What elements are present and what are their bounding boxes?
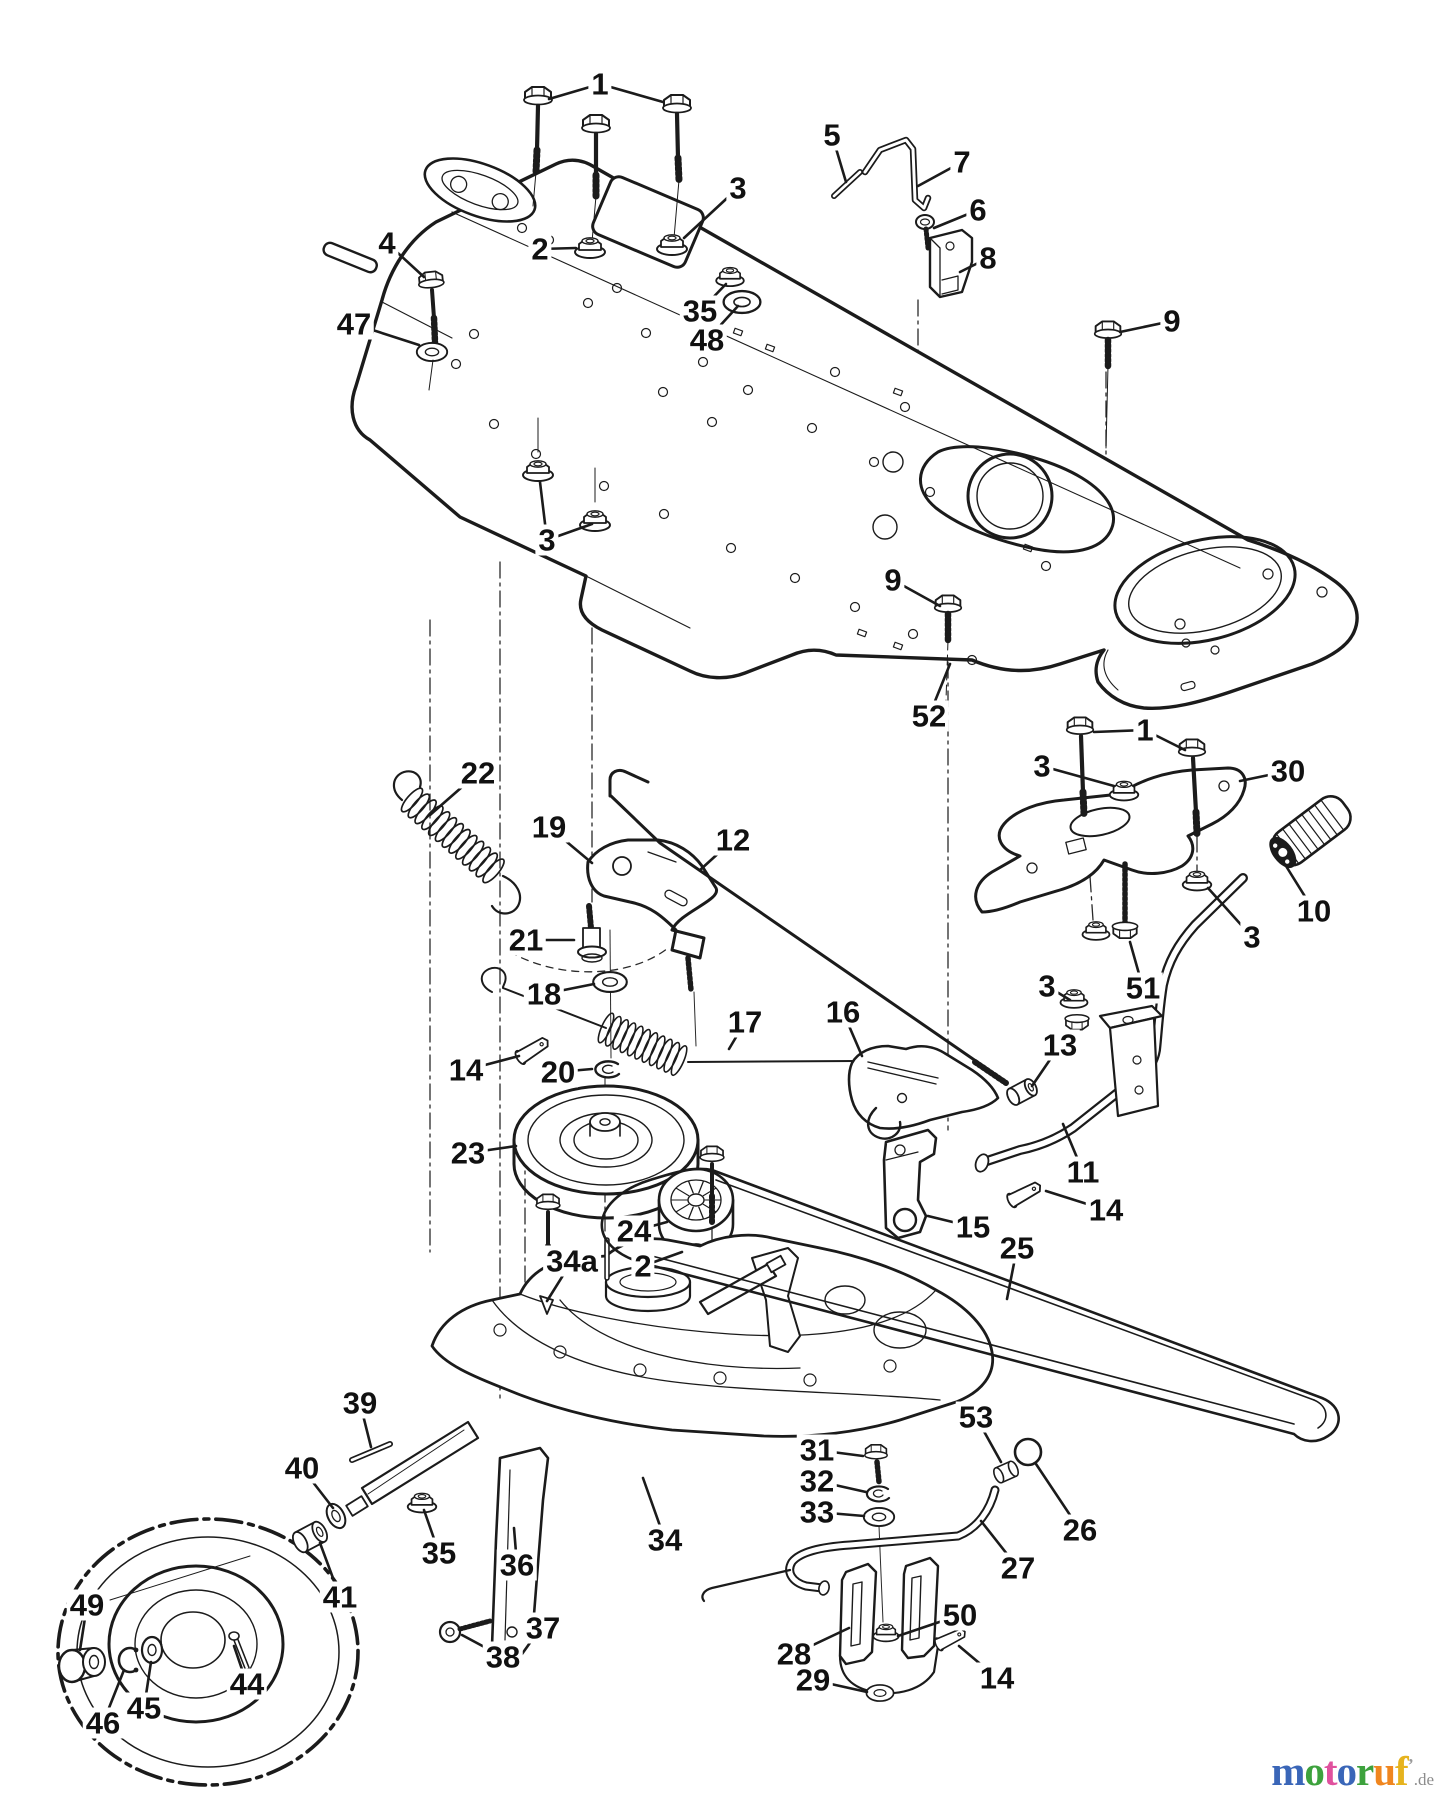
part-callout-16: 16 (822, 996, 864, 1028)
part-callout-46: 46 (82, 1707, 124, 1739)
part-callout-49: 49 (66, 1589, 108, 1621)
part-callout-51: 51 (1122, 972, 1164, 1004)
part-callout-44: 44 (226, 1668, 268, 1700)
watermark-letter: t (1323, 1748, 1338, 1794)
part-callout-9: 9 (1160, 305, 1184, 337)
frame-52 (322, 157, 1359, 711)
part-callout-6: 6 (966, 194, 990, 226)
part-callout-21: 21 (505, 924, 547, 956)
watermark-logo: motoruf’.de (1271, 1751, 1434, 1792)
part-callout-30: 30 (1267, 755, 1309, 787)
watermark-suffix: .de (1413, 1770, 1434, 1789)
part-callout-27: 27 (997, 1552, 1039, 1584)
control-rod-11 (974, 794, 1352, 1173)
part-callout-18: 18 (523, 978, 565, 1010)
watermark-letter: o (1336, 1748, 1357, 1794)
part-callout-24: 24 (613, 1215, 655, 1247)
pin-14-right (1004, 1177, 1045, 1210)
part-callout-5: 5 (820, 119, 844, 151)
part-callout-14: 14 (445, 1054, 487, 1086)
drive-belt-25 (600, 1167, 1340, 1443)
part-callout-17: 17 (724, 1006, 766, 1038)
pulley-23 (512, 1077, 700, 1220)
part-callout-2: 2 (528, 233, 552, 265)
part-callout-39: 39 (339, 1387, 381, 1419)
part-callout-25: 25 (996, 1232, 1038, 1264)
part-callout-38: 38 (482, 1641, 524, 1673)
part-callout-34a: 34a (543, 1245, 601, 1277)
part-callout-4: 4 (375, 227, 399, 259)
clutch-rod-12 (608, 768, 1038, 1106)
watermark-letter: r (1356, 1748, 1374, 1794)
e-ring-46 (117, 1646, 139, 1674)
part-callout-22: 22 (457, 757, 499, 789)
part-callout-31: 31 (796, 1434, 838, 1466)
part-callout-37: 37 (522, 1612, 564, 1644)
part-callout-3: 3 (535, 524, 559, 556)
part-callout-14: 14 (1085, 1194, 1127, 1226)
part-callout-12: 12 (712, 824, 754, 856)
part-callout-1: 1 (1133, 714, 1157, 746)
part-callout-10: 10 (1293, 895, 1335, 927)
part-callout-41: 41 (319, 1581, 361, 1613)
wheel-44 (56, 1517, 360, 1787)
part-callout-13: 13 (1039, 1029, 1081, 1061)
part-callout-19: 19 (528, 811, 570, 843)
shift-rod-27 (701, 1437, 1043, 1702)
part-callout-32: 32 (796, 1465, 838, 1497)
washer-45 (140, 1635, 164, 1665)
watermark-tick: ’ (1407, 1755, 1414, 1775)
part-callout-47: 47 (333, 308, 375, 340)
part-callout-52: 52 (908, 700, 950, 732)
grip-10 (1269, 794, 1352, 869)
watermark-letter: u (1373, 1748, 1396, 1794)
watermark-letter: m (1271, 1748, 1305, 1794)
spring-17-latch-16 (480, 966, 1000, 1140)
top-hardware (415, 86, 1123, 701)
part-callout-3: 3 (726, 172, 750, 204)
lock-washer-20 (594, 1060, 621, 1079)
part-callout-7: 7 (950, 146, 974, 178)
part-callout-40: 40 (281, 1452, 323, 1484)
part-callout-14: 14 (976, 1662, 1018, 1694)
part-callout-20: 20 (537, 1056, 579, 1088)
transaxle-34 (345, 1145, 995, 1517)
part-callout-36: 36 (496, 1549, 538, 1581)
idler-bracket-19 (577, 838, 718, 994)
part-callout-53: 53 (955, 1401, 997, 1433)
part-callout-35: 35 (418, 1537, 460, 1569)
watermark-letter: f (1395, 1748, 1409, 1794)
part-callout-3: 3 (1035, 970, 1059, 1002)
part-callout-33: 33 (796, 1496, 838, 1528)
part-callout-11: 11 (1063, 1156, 1103, 1188)
axle-cap-49 (57, 1647, 106, 1684)
part-callout-48: 48 (686, 324, 728, 356)
part-callout-29: 29 (792, 1664, 834, 1696)
part-callout-9: 9 (881, 564, 905, 596)
part-callout-35: 35 (679, 295, 721, 327)
part-callout-8: 8 (976, 242, 1000, 274)
part-callout-50: 50 (939, 1599, 981, 1631)
bracket-15 (882, 1128, 938, 1240)
part-callout-23: 23 (447, 1137, 489, 1169)
part-callout-28: 28 (773, 1638, 815, 1670)
part-callout-34: 34 (644, 1524, 686, 1556)
spring-22 (392, 770, 522, 915)
watermark-letter: o (1304, 1748, 1324, 1794)
part-callout-3: 3 (1030, 750, 1054, 782)
bracket-30-assembly (974, 716, 1247, 1031)
part-callout-15: 15 (952, 1211, 994, 1243)
part-callout-26: 26 (1059, 1514, 1101, 1546)
part-callout-45: 45 (123, 1692, 165, 1724)
part-callout-3: 3 (1240, 921, 1264, 953)
part-callout-1: 1 (588, 68, 612, 100)
part-callout-2: 2 (631, 1250, 655, 1282)
